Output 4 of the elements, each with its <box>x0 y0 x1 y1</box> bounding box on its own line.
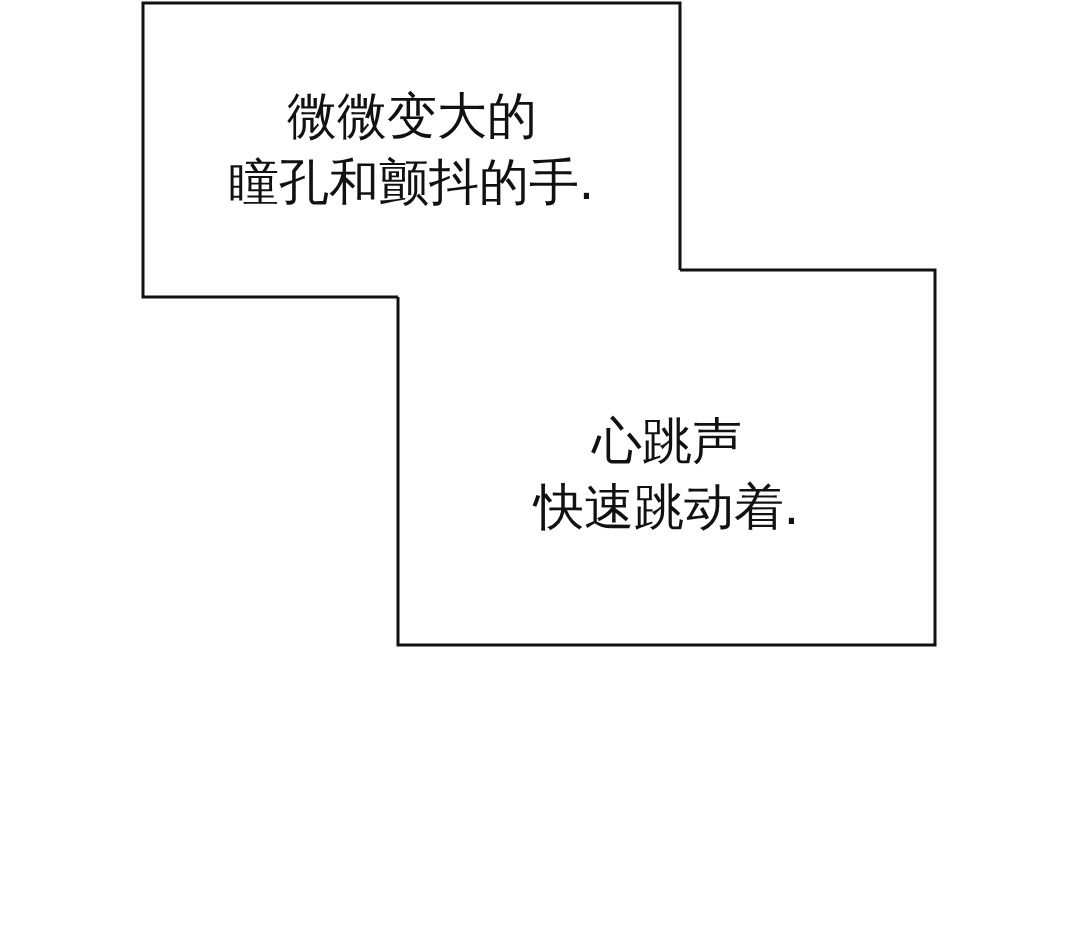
caption-text: 微微变大的瞳孔和颤抖的手. <box>227 86 596 213</box>
caption-box <box>398 270 935 645</box>
caption-text: 心跳声快速跳动着. <box>531 411 801 538</box>
caption-box <box>143 3 680 297</box>
